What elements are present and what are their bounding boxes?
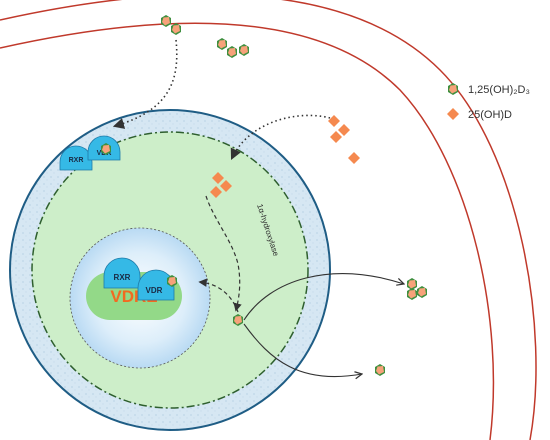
diamond-icon (330, 131, 342, 143)
legend-label-2: 25(OH)D (468, 109, 512, 121)
rxr-receptor-nucleus (103, 257, 141, 289)
hexagon-icon (375, 364, 385, 376)
hexagon-icon (448, 83, 458, 95)
rxr-receptor-cytoplasm (59, 145, 93, 171)
solid-arrow-export-outside (243, 323, 362, 377)
hexagon-icon (239, 44, 249, 56)
legend-label-1: 1,25(OH)₂D₃ (468, 84, 530, 96)
solid-arrow-export-membrane (243, 273, 404, 321)
diamond-icon (348, 152, 360, 164)
dotted-arrow-membrane-to-cytoplasm (230, 114, 331, 161)
dashed-arrow-conversion (205, 195, 242, 312)
hexagon-icon (417, 286, 427, 298)
cell-membrane-outer (0, 0, 537, 440)
dotted-arrow-extracellular-to-vdr (112, 39, 178, 129)
vdr-receptor-nucleus (137, 269, 175, 301)
hexagon-icon (407, 288, 417, 300)
hexagon-icon (217, 38, 227, 50)
diamond-icon (328, 115, 340, 127)
hexagon-icon (171, 23, 181, 35)
vdr-label-nucleus: VDR (146, 286, 163, 295)
hexagon-icon (161, 15, 171, 27)
dashed-arrow-to-vdr-nucleus (198, 278, 239, 313)
cell-membrane-inner (0, 22, 495, 440)
diamond-icon (447, 108, 459, 120)
hexagon-icon (227, 46, 237, 58)
diamond-icon (338, 124, 350, 136)
rxr-label-cytoplasm: RXR (69, 157, 84, 164)
rxr-label-nucleus: RXR (114, 273, 131, 282)
legend: 1,25(OH)₂D₃ 25(OH)D (447, 83, 530, 121)
